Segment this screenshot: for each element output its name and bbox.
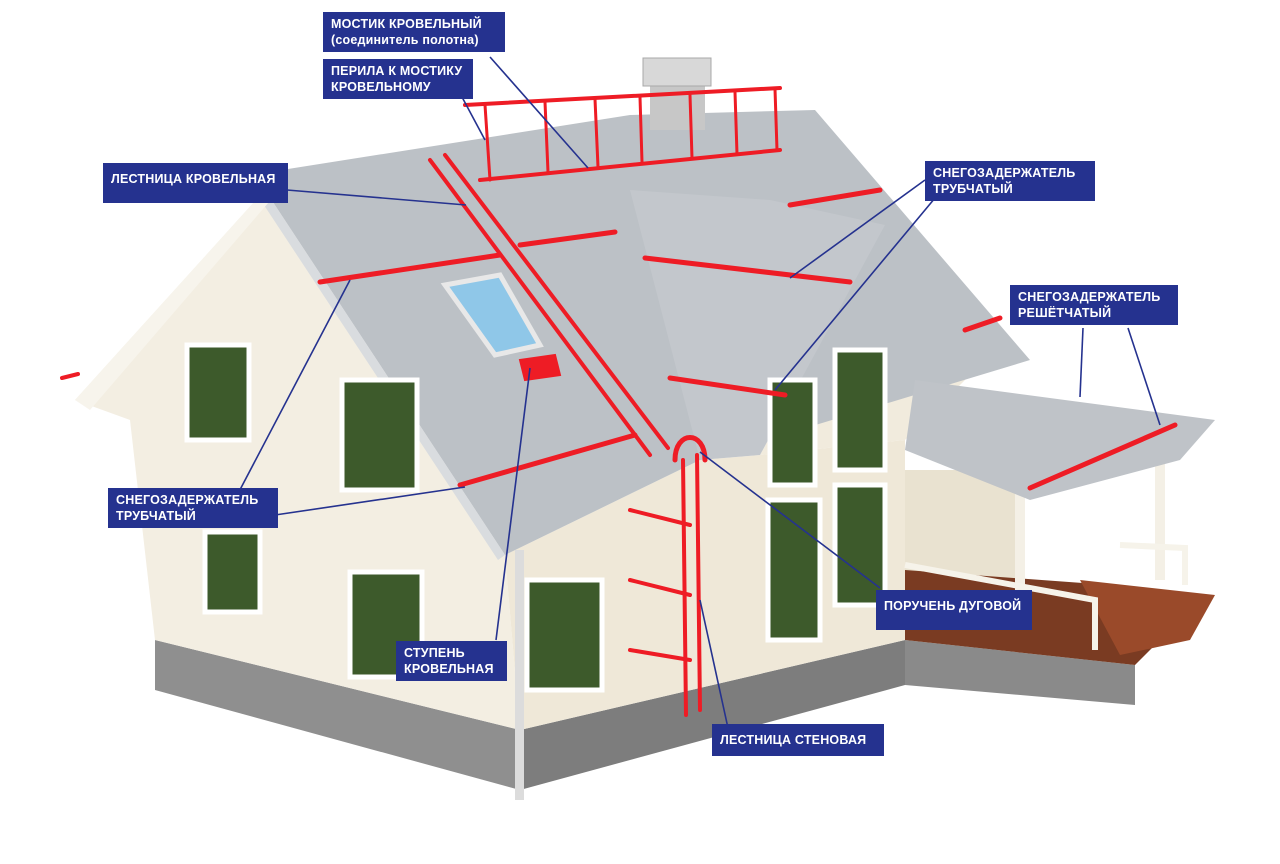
label-railing: ПЕРИЛА К МОСТИКУ КРОВЕЛЬНОМУ xyxy=(323,59,473,99)
roof-left-overhang xyxy=(75,190,275,410)
foundation-porch xyxy=(905,640,1135,705)
red-elements xyxy=(60,86,1178,717)
label-lattice-snow: СНЕГОЗАДЕРЖАТЕЛЬ РЕШЁТЧАТЫЙ xyxy=(1010,285,1178,325)
skylight xyxy=(440,272,544,358)
roof-porch xyxy=(905,380,1215,500)
label-bridge: МОСТИК КРОВЕЛЬНЫЙ (соединитель полотна) xyxy=(323,12,505,52)
roof-dormer xyxy=(630,190,885,460)
label-roof-step: СТУПЕНЬ КРОВЕЛЬНАЯ xyxy=(396,641,507,681)
porch-post-1 xyxy=(1015,470,1025,590)
label-roof-ladder-line1: ЛЕСТНИЦА КРОВЕЛЬНАЯ xyxy=(111,172,276,186)
label-railing-line2: КРОВЕЛЬНОМУ xyxy=(331,80,431,94)
foundation-front xyxy=(520,640,905,790)
label-lattice-snow-line1: СНЕГОЗАДЕРЖАТЕЛЬ xyxy=(1018,290,1161,304)
label-arc-handrail: ПОРУЧЕНЬ ДУГОВОЙ xyxy=(876,590,1032,630)
label-arc-handrail-line1: ПОРУЧЕНЬ ДУГОВОЙ xyxy=(884,599,1022,613)
foundation-left xyxy=(155,640,520,790)
downpipe xyxy=(515,550,524,800)
label-roof-step-line1: СТУПЕНЬ xyxy=(404,646,465,660)
porch-rail-2 xyxy=(1119,542,1188,585)
label-tube-snow-right-line1: СНЕГОЗАДЕРЖАТЕЛЬ xyxy=(933,166,1076,180)
chimney-cap xyxy=(642,57,712,87)
label-roof-step-line2: КРОВЕЛЬНАЯ xyxy=(404,662,494,676)
label-lattice-snow-line2: РЕШЁТЧАТЫЙ xyxy=(1018,306,1112,320)
porch-steps xyxy=(1080,580,1215,655)
label-wall-ladder-line1: ЛЕСТНИЦА СТЕНОВАЯ xyxy=(720,733,867,747)
label-wall-ladder: ЛЕСТНИЦА СТЕНОВАЯ xyxy=(712,724,884,756)
windows xyxy=(184,342,888,693)
label-bridge-line1: МОСТИК КРОВЕЛЬНЫЙ xyxy=(331,17,482,31)
label-railing-line1: ПЕРИЛА К МОСТИКУ xyxy=(331,64,463,78)
label-roof-ladder: ЛЕСТНИЦА КРОВЕЛЬНАЯ xyxy=(103,163,288,203)
label-tube-snow-right: СНЕГОЗАДЕРЖАТЕЛЬ ТРУБЧАТЫЙ xyxy=(925,161,1095,201)
leader-lines xyxy=(231,56,1161,729)
label-tube-snow-left: СНЕГОЗАДЕРЖАТЕЛЬ ТРУБЧАТЫЙ xyxy=(108,488,278,528)
label-tube-snow-right-line2: ТРУБЧАТЫЙ xyxy=(933,182,1013,196)
label-bridge-line2: (соединитель полотна) xyxy=(331,33,479,47)
label-tube-snow-left-line1: СНЕГОЗАДЕРЖАТЕЛЬ xyxy=(116,493,259,507)
label-tube-snow-left-line2: ТРУБЧАТЫЙ xyxy=(116,509,196,523)
porch-post-2 xyxy=(1155,440,1165,580)
porch-rail xyxy=(904,562,1098,650)
